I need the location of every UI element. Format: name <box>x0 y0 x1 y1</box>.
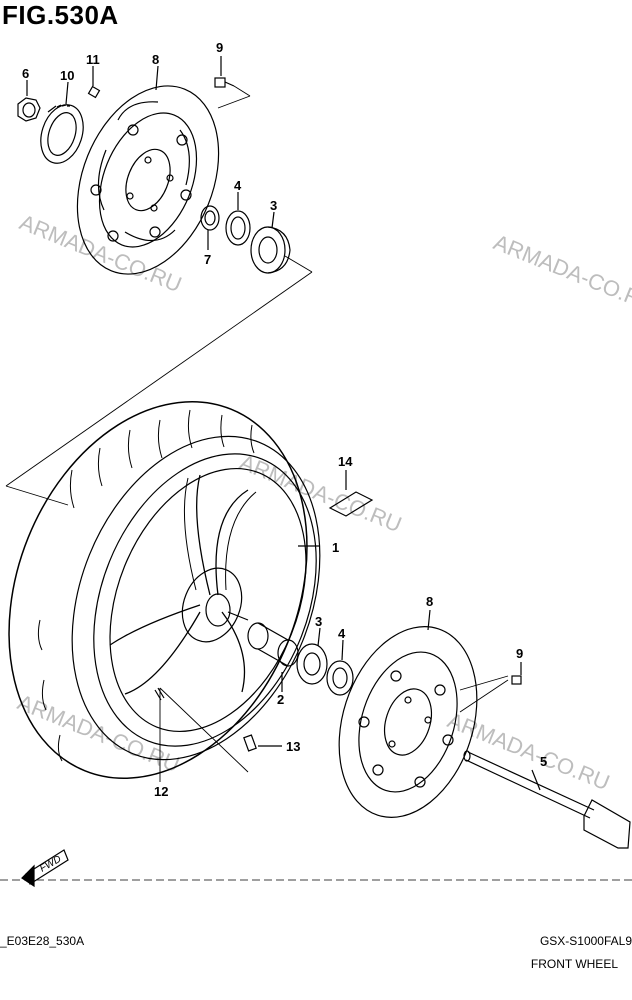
brake-disc-upper-part-8 <box>76 65 220 275</box>
bolt-lower-part-9 <box>511 662 522 685</box>
assembly-leader-lines-upper <box>5 255 313 506</box>
watermark-3: ARMADA-CO.RU <box>236 449 405 537</box>
part-label-2: 2 <box>277 692 284 707</box>
part-label-11: 11 <box>86 52 100 67</box>
part-label-12: 12 <box>154 784 168 799</box>
part-label-10: 10 <box>60 68 74 83</box>
watermark-1: ARMADA-CO.RU <box>16 209 185 297</box>
fwd-arrow-icon <box>21 849 69 888</box>
brake-disc-lower-part-8 <box>338 609 509 818</box>
part-label-4-lower: 4 <box>338 626 346 641</box>
part-label-3-upper: 3 <box>270 198 277 213</box>
part-label-8-lower: 8 <box>426 594 433 609</box>
screw-part-11 <box>87 66 101 99</box>
watermark-2: ARMADA-CO.RU <box>490 229 632 317</box>
part-label-1: 1 <box>332 540 339 555</box>
watermark-4: ARMADA-CO.RU <box>14 689 183 777</box>
part-label-4-upper: 4 <box>234 178 242 193</box>
sensor-ring-part-10 <box>40 81 84 164</box>
wheel-assembly-part-1 <box>8 400 321 780</box>
balance-weight-part-14 <box>328 470 374 517</box>
leader-lines-lower <box>159 687 249 782</box>
bearing-upper-part-3 <box>250 211 291 274</box>
oil-seal-upper-part-4 <box>225 192 251 246</box>
bolt-upper-part-9 <box>214 56 251 109</box>
part-label-7: 7 <box>204 252 211 267</box>
footer-caption: FRONT WHEEL <box>530 957 618 971</box>
part-label-9-lower: 9 <box>516 646 523 661</box>
watermark-5: ARMADA-CO.RU <box>444 707 613 795</box>
spacer-part-7 <box>200 205 220 250</box>
valve-part-13 <box>243 734 282 752</box>
footer-model: GSX-S1000FAL9 <box>539 934 632 948</box>
spacer-sleeve-part-2 <box>247 622 299 692</box>
part-label-5: 5 <box>540 754 547 769</box>
watermarks: ARMADA-CO.RU ARMADA-CO.RU ARMADA-CO.RU A… <box>14 209 632 795</box>
oil-seal-lower-part-4 <box>326 639 354 696</box>
part-label-13: 13 <box>286 739 300 754</box>
part-label-9-upper: 9 <box>216 40 223 55</box>
footer-code: _E03E28_530A <box>0 934 85 948</box>
figure-title: FIG.530A <box>2 0 119 30</box>
bearing-lower-part-3 <box>296 627 328 685</box>
part-label-6: 6 <box>22 66 29 81</box>
axle-part-5 <box>463 750 631 849</box>
part-label-8-upper: 8 <box>152 52 159 67</box>
part-label-3-lower: 3 <box>315 614 322 629</box>
part-number-labels: 6 10 11 8 9 4 3 7 14 1 3 4 2 8 9 5 13 12 <box>22 40 547 799</box>
part-label-14: 14 <box>338 454 353 469</box>
nut-part-6 <box>17 80 41 122</box>
